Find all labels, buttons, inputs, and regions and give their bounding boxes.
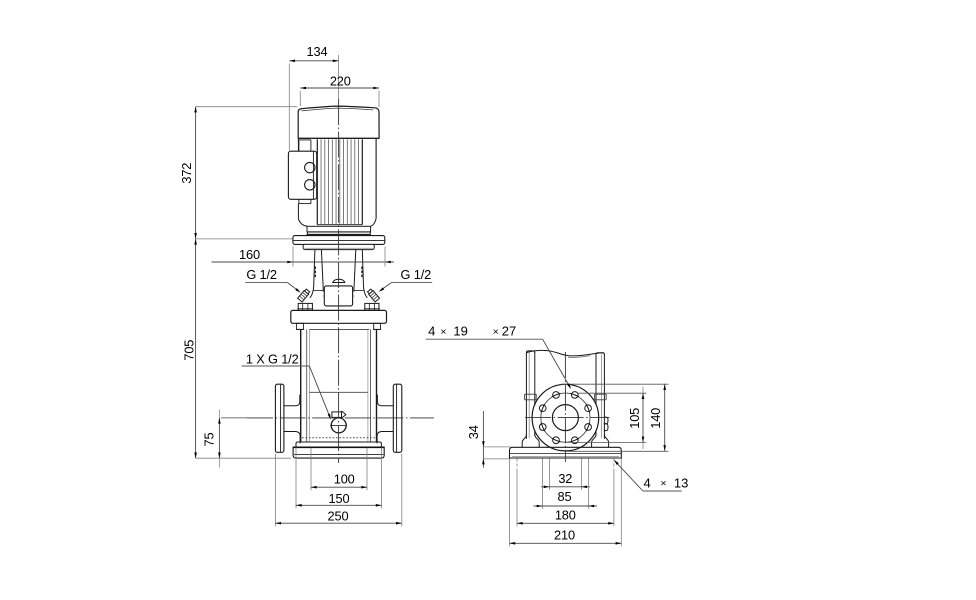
svg-text:210: 210: [554, 528, 575, 543]
svg-text:1 X G 1/2: 1 X G 1/2: [246, 351, 299, 366]
svg-text:134: 134: [307, 44, 328, 59]
svg-text:×: ×: [440, 326, 446, 338]
svg-text:150: 150: [329, 491, 350, 506]
svg-text:140: 140: [648, 408, 663, 429]
svg-text:220: 220: [330, 73, 351, 88]
svg-text:34: 34: [466, 425, 481, 439]
svg-text:27: 27: [502, 324, 516, 339]
svg-text:×: ×: [660, 478, 666, 490]
svg-text:4: 4: [428, 324, 435, 339]
svg-text:G 1/2: G 1/2: [246, 267, 277, 282]
svg-text:4: 4: [644, 475, 651, 490]
svg-text:13: 13: [674, 475, 688, 490]
svg-text:105: 105: [627, 408, 642, 429]
svg-text:85: 85: [558, 489, 572, 504]
svg-text:×: ×: [493, 326, 499, 338]
svg-text:250: 250: [328, 509, 349, 524]
svg-text:32: 32: [558, 471, 572, 486]
svg-text:372: 372: [179, 163, 194, 184]
svg-text:100: 100: [334, 471, 355, 486]
svg-text:160: 160: [239, 247, 260, 262]
svg-text:705: 705: [182, 340, 197, 361]
svg-text:180: 180: [555, 508, 576, 523]
svg-text:19: 19: [453, 324, 467, 339]
svg-text:G 1/2: G 1/2: [401, 267, 432, 282]
svg-text:75: 75: [202, 433, 217, 447]
